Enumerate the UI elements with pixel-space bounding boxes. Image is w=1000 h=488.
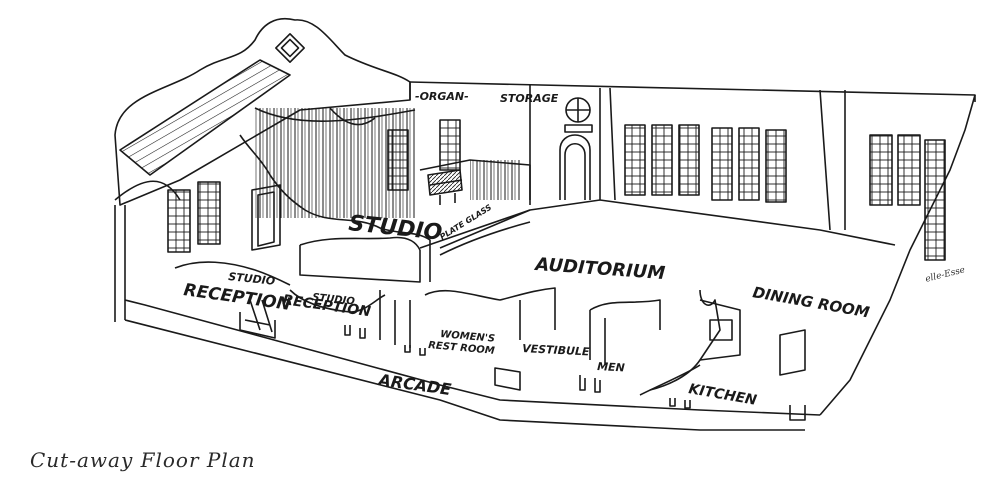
studio-reception-2-top: STUDIO bbox=[312, 292, 356, 307]
building-outer-walls bbox=[409, 81, 976, 416]
dining-room-label: DINING ROOM bbox=[751, 283, 871, 321]
kitchen-label: KITCHEN bbox=[687, 381, 758, 409]
storage-arch-door bbox=[559, 97, 593, 200]
storage-label: STORAGE bbox=[500, 92, 559, 105]
studio-reception-1-bottom: RECEPTION bbox=[182, 280, 292, 315]
cutaway-interior-walls bbox=[174, 134, 806, 396]
floor-outline bbox=[124, 199, 896, 431]
arcade-wall bbox=[239, 299, 806, 421]
womens-rest-room-top: WOMEN'S bbox=[440, 329, 496, 345]
roof-staircase bbox=[119, 59, 291, 176]
organ-console bbox=[427, 169, 463, 205]
arcade-label: ARCADE bbox=[375, 370, 452, 399]
figure-caption: Cut-away Floor Plan bbox=[30, 448, 256, 472]
organ-label: -ORGAN- bbox=[415, 90, 469, 103]
studio-stage bbox=[254, 107, 531, 256]
auditorium-label: AUDITORIUM bbox=[533, 254, 666, 284]
studio-reception-1-top: STUDIO bbox=[228, 270, 276, 288]
men-label: MEN bbox=[597, 360, 625, 374]
reception-windows bbox=[167, 119, 461, 253]
vestibule-label: VESTIBULE bbox=[522, 342, 590, 359]
gable-facade bbox=[114, 18, 411, 322]
auditorium-windows bbox=[624, 124, 946, 261]
studio-label: STUDIO bbox=[347, 211, 443, 246]
